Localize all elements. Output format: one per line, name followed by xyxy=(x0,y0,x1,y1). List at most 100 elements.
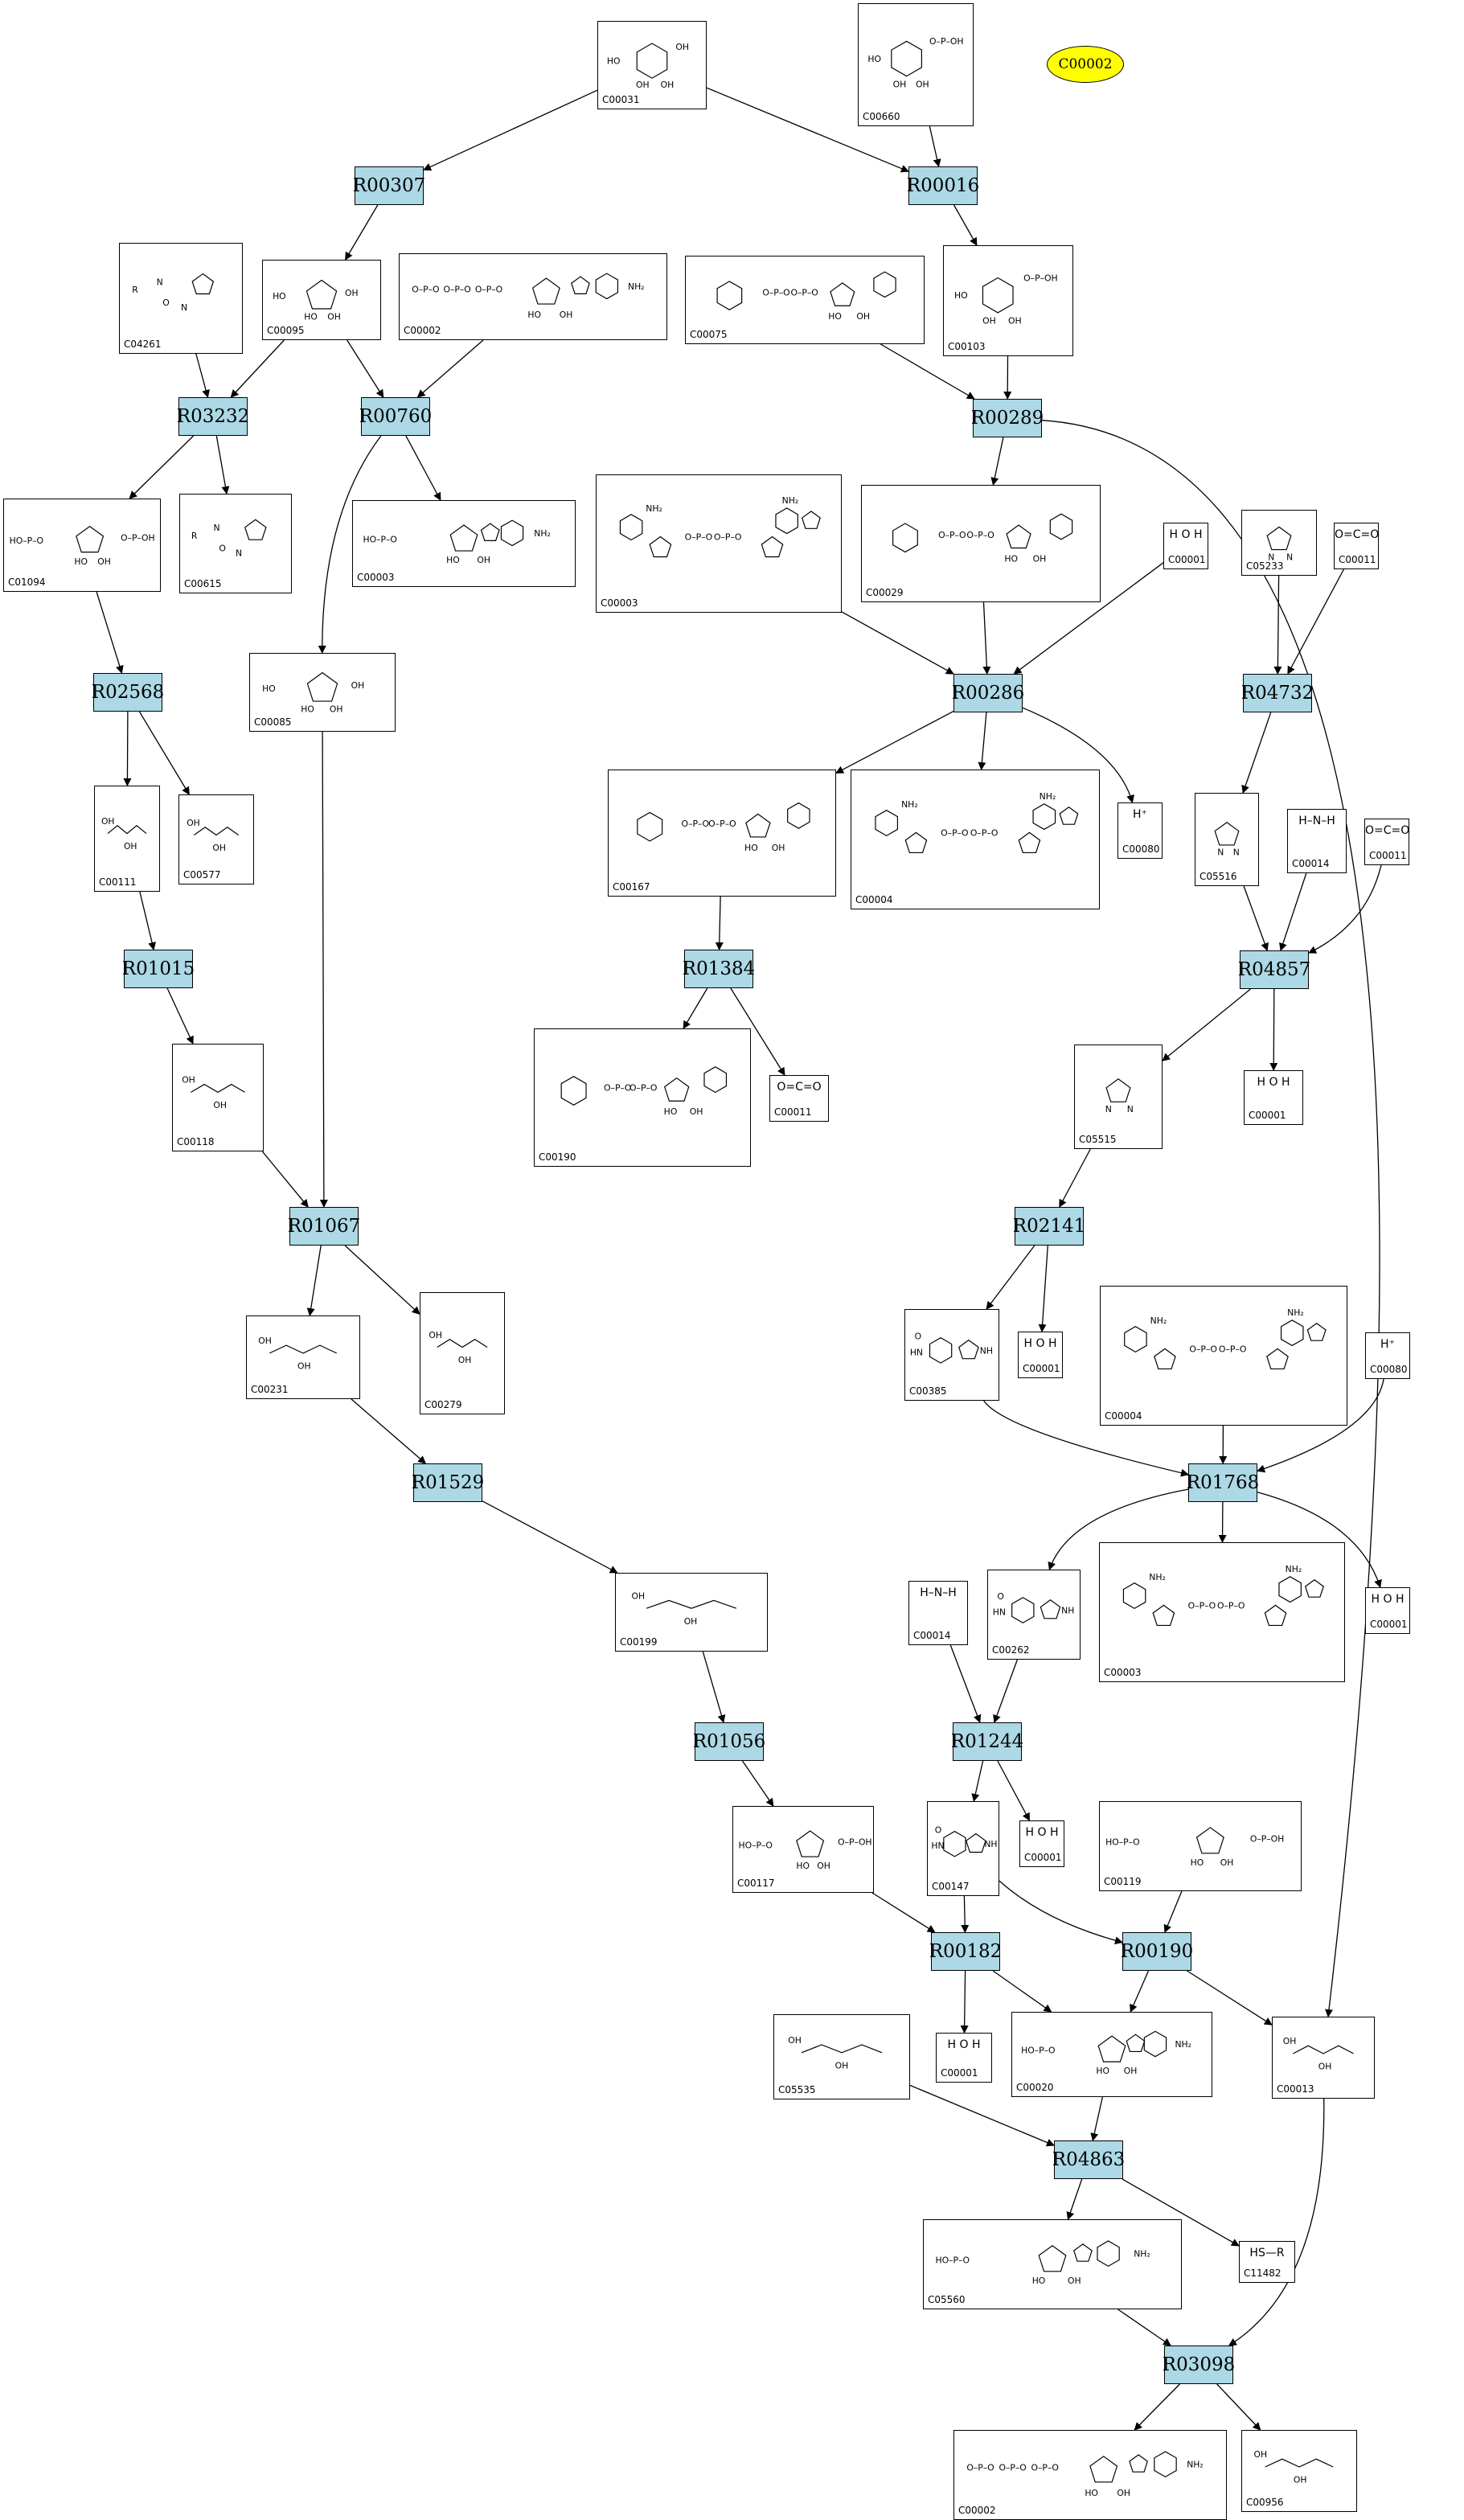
reaction-r01067[interactable]: R01067 xyxy=(289,1207,359,1246)
reaction-r03098[interactable]: R03098 xyxy=(1164,2346,1233,2384)
reaction-r00286[interactable]: R00286 xyxy=(953,674,1023,712)
svg-text:HO: HO xyxy=(74,556,88,567)
reaction-r00289[interactable]: R00289 xyxy=(973,399,1042,437)
svg-text:HO: HO xyxy=(446,555,460,565)
reaction-r00190[interactable]: R00190 xyxy=(1122,1932,1191,1971)
reaction-r01015[interactable]: R01015 xyxy=(124,950,193,988)
reaction-r01244[interactable]: R01244 xyxy=(953,1722,1022,1761)
svg-text:O: O xyxy=(162,298,170,308)
svg-text:NH₂: NH₂ xyxy=(646,503,662,514)
reaction-r01056[interactable]: R01056 xyxy=(695,1722,764,1761)
compound-id-label: C00190 xyxy=(539,1151,576,1163)
compound-id-label: C00956 xyxy=(1246,2497,1284,2508)
arrow-edge xyxy=(984,602,987,674)
arrow-edge xyxy=(1060,1149,1091,1207)
svg-text:HO: HO xyxy=(744,843,758,853)
formula-label: H O H xyxy=(1019,1337,1062,1350)
svg-text:NH₂: NH₂ xyxy=(782,495,799,506)
compound-id-label: C00013 xyxy=(1277,2083,1314,2095)
reaction-r00182[interactable]: R00182 xyxy=(931,1932,1000,1971)
reaction-r00016[interactable]: R00016 xyxy=(908,166,978,205)
svg-text:O–P–O: O–P–O xyxy=(1219,1344,1247,1354)
svg-text:OH: OH xyxy=(690,1106,703,1117)
reaction-r01529[interactable]: R01529 xyxy=(413,1463,482,1502)
svg-text:HO–P–O: HO–P–O xyxy=(363,535,396,545)
reaction-r04863[interactable]: R04863 xyxy=(1054,2140,1123,2179)
compound-c00080[interactable]: H⁺C00080 xyxy=(1365,1332,1410,1379)
reaction-r04732[interactable]: R04732 xyxy=(1243,674,1312,712)
reaction-r03232[interactable]: R03232 xyxy=(178,397,248,436)
reaction-r01384[interactable]: R01384 xyxy=(684,950,753,988)
svg-text:O–P–OH: O–P–OH xyxy=(1250,1834,1284,1845)
reaction-r02568[interactable]: R02568 xyxy=(93,673,162,712)
reaction-r00307[interactable]: R00307 xyxy=(355,166,424,205)
reaction-r00760[interactable]: R00760 xyxy=(361,397,430,436)
reaction-r01768[interactable]: R01768 xyxy=(1188,1463,1257,1502)
svg-text:HO: HO xyxy=(664,1106,678,1117)
compound-id-label: C00199 xyxy=(620,1636,658,1648)
reaction-r04857[interactable]: R04857 xyxy=(1240,950,1309,989)
compound-id-label: C00020 xyxy=(1016,2082,1054,2093)
reaction-r02141[interactable]: R02141 xyxy=(1015,1207,1084,1246)
svg-text:HN: HN xyxy=(993,1607,1006,1617)
highlight-compound-badge[interactable]: C00002 xyxy=(1047,46,1124,83)
svg-text:HO: HO xyxy=(527,310,541,320)
compound-c00080[interactable]: H⁺C00080 xyxy=(1117,802,1163,859)
svg-text:N: N xyxy=(1217,848,1224,858)
svg-text:OH: OH xyxy=(213,1100,227,1110)
arrow-edge xyxy=(351,1399,425,1463)
svg-text:HO–P–O: HO–P–O xyxy=(936,2255,970,2265)
